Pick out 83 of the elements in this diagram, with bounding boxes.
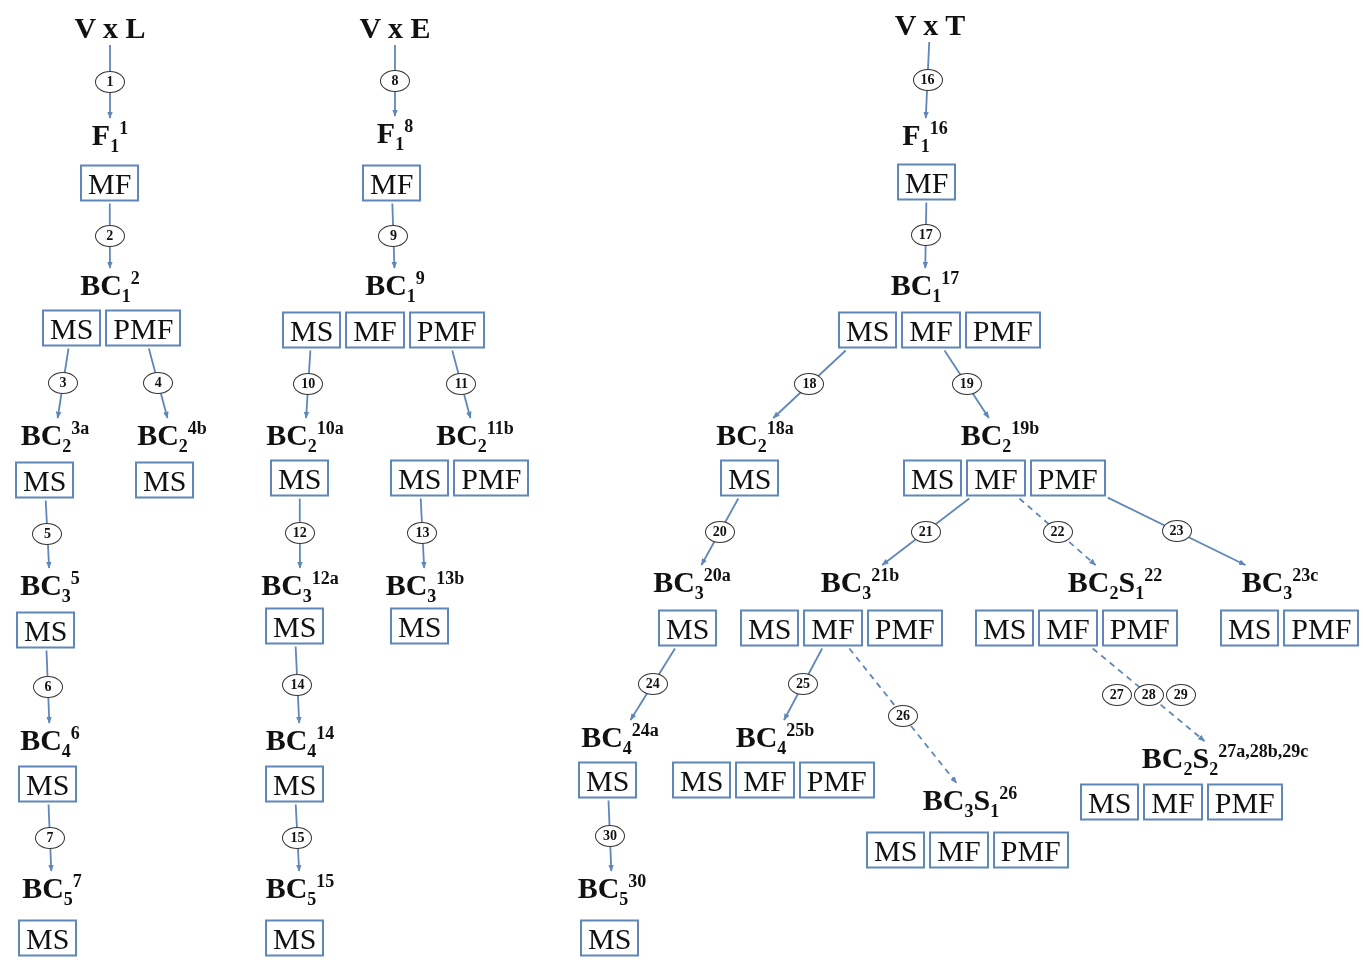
phenotype-box: MS [578, 761, 638, 799]
phenotype-box: MS [672, 761, 732, 799]
phenotype-box: MS [740, 609, 800, 647]
phenotype-box: MS [658, 609, 718, 647]
edge-label: 20 [704, 520, 735, 543]
edge-label: 25 [788, 673, 819, 696]
phenotype-box: MF [897, 163, 957, 201]
phenotype-box: MS [265, 765, 325, 803]
edge-label: 8 [380, 69, 410, 92]
arrow [1091, 647, 1206, 742]
edge-label: 17 [910, 224, 941, 247]
phenotype-box: PMF [1283, 609, 1360, 647]
phenotype-box: MS [390, 607, 450, 645]
phenotype-box: MS [265, 919, 325, 957]
phenotype-box: MF [803, 609, 863, 647]
phenotype-box: MS [1080, 783, 1140, 821]
phenotype-box: MS [270, 459, 330, 497]
phenotype-box: PMF [1101, 609, 1178, 647]
edge-label: 16 [912, 69, 943, 91]
phenotype-box: PMF [964, 311, 1041, 349]
phenotype-box: MS [18, 919, 78, 957]
phenotype-box: MS [975, 609, 1035, 647]
phenotype-box: MS [42, 309, 102, 347]
edge-label: 9 [378, 224, 409, 247]
phenotype-box: MS [265, 607, 325, 645]
phenotype-box: MF [362, 164, 422, 202]
phenotype-box: PMF [866, 609, 943, 647]
cross-label: V x E [359, 13, 431, 43]
edge-label: 7 [34, 826, 65, 849]
edge-label: 11 [446, 373, 477, 396]
phenotype-box: MS [580, 919, 640, 957]
edge-label: 2 [94, 224, 125, 247]
phenotype-box: PMF [1029, 459, 1106, 497]
phenotype-box: MS [18, 765, 78, 803]
phenotype-box: MS [720, 459, 780, 497]
phenotype-box: MS [15, 461, 75, 499]
edge-label: 21 [910, 520, 941, 543]
phenotype-box: MF [345, 311, 405, 349]
edge-label: 13 [407, 522, 438, 545]
phenotype-box: PMF [798, 761, 875, 799]
phenotype-box: MF [901, 311, 961, 349]
arrow [848, 647, 958, 784]
cross-label: V x L [74, 13, 146, 43]
edge-label: 26 [887, 704, 918, 727]
edge-label: 18 [794, 373, 825, 396]
phenotype-box: MS [866, 831, 926, 869]
phenotype-box: MS [135, 461, 195, 499]
edge-label: 30 [594, 824, 625, 847]
edge-label: 10 [293, 373, 324, 396]
phenotype-box: MF [1143, 783, 1203, 821]
edge-label: 4 [143, 372, 174, 395]
arrow [1018, 497, 1097, 566]
edge-label: 14 [282, 673, 313, 696]
phenotype-box: MS [390, 459, 450, 497]
phenotype-box: MF [1038, 609, 1098, 647]
edge-label: 1 [95, 70, 125, 93]
phenotype-box: MS [903, 459, 963, 497]
edge-label: 27 [1101, 683, 1132, 706]
phenotype-box: PMF [1206, 783, 1283, 821]
phenotype-box: MS [282, 311, 342, 349]
edge-label: 3 [48, 372, 79, 395]
edge-label: 12 [284, 522, 315, 545]
phenotype-box: MS [16, 611, 76, 649]
edge-label: 6 [32, 675, 63, 698]
phenotype-box: MF [966, 459, 1026, 497]
edge-label: 5 [32, 523, 63, 546]
phenotype-box: MF [80, 164, 140, 202]
cross-label: V x T [894, 10, 966, 40]
edge-label: 22 [1042, 520, 1073, 543]
step-number: 28 [1133, 683, 1164, 706]
phenotype-box: PMF [453, 459, 530, 497]
edge-label: 24 [637, 673, 668, 696]
phenotype-box: MS [838, 311, 898, 349]
step-number: 29 [1165, 683, 1196, 706]
phenotype-box: PMF [992, 831, 1069, 869]
phenotype-box: MF [735, 761, 795, 799]
edge-label: 19 [951, 373, 982, 396]
phenotype-box: PMF [408, 311, 485, 349]
edge-label: 15 [282, 826, 313, 849]
phenotype-box: PMF [105, 309, 182, 347]
edge-label: 23 [1161, 520, 1192, 543]
phenotype-box: MS [1220, 609, 1280, 647]
phenotype-box: MF [929, 831, 989, 869]
